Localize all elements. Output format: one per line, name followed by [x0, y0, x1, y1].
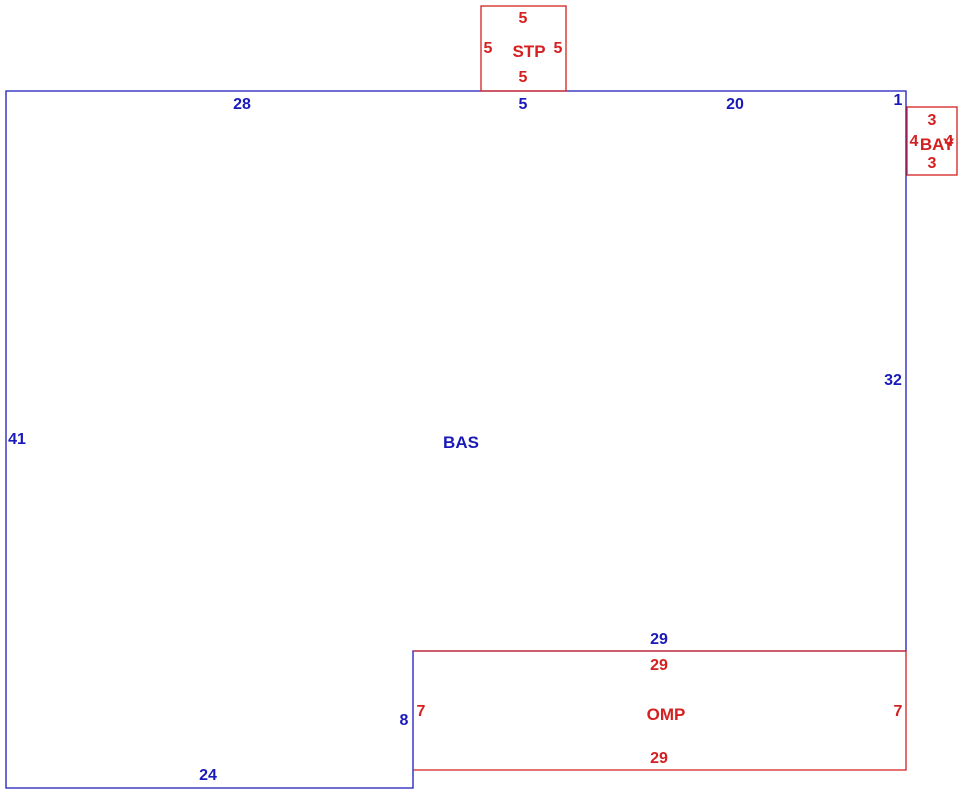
omp-outline: [413, 650, 907, 771]
bay-dim-top: 3: [928, 112, 937, 129]
omp-dim-top: 29: [650, 657, 668, 674]
omp-dim-bottom: 29: [650, 750, 668, 767]
bas-dim-inner-left: 8: [400, 712, 409, 729]
stp-dim-bottom: 5: [519, 69, 528, 86]
bas-dim-bottom: 24: [199, 767, 217, 784]
bas-area-label: BAS: [443, 433, 479, 452]
omp-dim-left: 7: [417, 703, 426, 720]
bas-dim-right: 32: [884, 372, 902, 389]
bas-dim-corner: 1: [894, 92, 903, 109]
bas-dim-top-left: 28: [233, 96, 251, 113]
bas-dim-top-mid: 5: [519, 96, 528, 113]
bay-dim-bottom: 3: [928, 155, 937, 172]
stp-dim-top: 5: [519, 10, 528, 27]
bas-dim-top-right: 20: [726, 96, 744, 113]
stp-area-label: STP: [512, 42, 545, 61]
bas-dim-inner-top: 29: [650, 631, 668, 648]
stp-dim-right: 5: [554, 40, 563, 57]
stp-outline: [480, 5, 567, 92]
bas-dim-left: 41: [8, 431, 26, 448]
stp-dim-left: 5: [484, 40, 493, 57]
bay-area-label: BAY: [920, 135, 955, 154]
bay-dim-left: 4: [910, 133, 919, 150]
bay-outline: [906, 106, 958, 176]
omp-dim-right: 7: [894, 703, 903, 720]
bay-dim-right: 4: [945, 133, 954, 150]
omp-area-label: OMP: [647, 705, 686, 724]
